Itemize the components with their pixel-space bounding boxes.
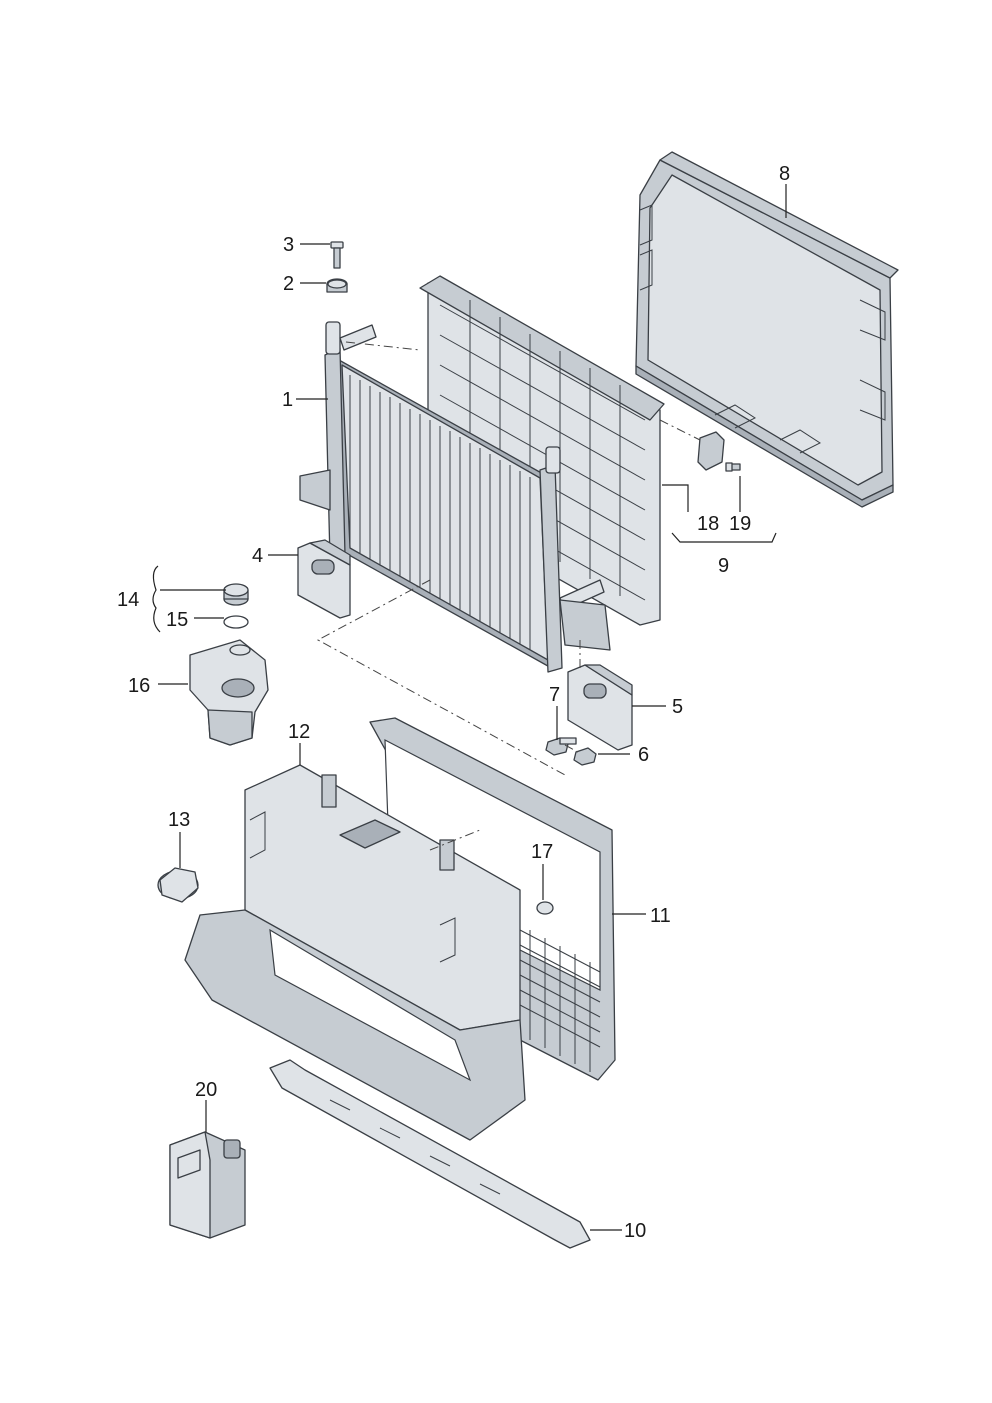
leader-lines <box>152 184 787 1231</box>
part-10-strap <box>269 1059 591 1249</box>
callout-2: 2 <box>283 273 294 295</box>
callout-1: 1 <box>282 389 293 411</box>
callout-13: 13 <box>168 809 190 831</box>
callout-16: 16 <box>128 675 150 697</box>
part-7-bolt <box>545 737 577 756</box>
callout-19: 19 <box>729 513 751 535</box>
part-5-bracket <box>567 664 633 751</box>
callout-15: 15 <box>166 609 188 631</box>
part-15-o-ring <box>223 615 249 629</box>
part-12-air-duct <box>184 764 526 1141</box>
callout-4: 4 <box>252 545 263 567</box>
part-8-shroud-panel <box>635 151 899 508</box>
callout-5: 5 <box>672 696 683 718</box>
callout-3: 3 <box>283 234 294 256</box>
callout-12: 12 <box>288 721 310 743</box>
assembly-lines <box>316 341 701 851</box>
callout-18: 18 <box>697 513 719 535</box>
callout-17: 17 <box>531 841 553 863</box>
part-20-coolant-bottle <box>169 1131 246 1239</box>
callout-6: 6 <box>638 744 649 766</box>
part-14-tank-cap <box>223 583 249 606</box>
part-4-bracket <box>297 539 351 619</box>
callout-20: 20 <box>195 1079 217 1101</box>
part-17-seal <box>536 901 554 915</box>
part-3-bolt <box>330 241 344 269</box>
callout-7: 7 <box>549 684 560 706</box>
part-6-nut <box>573 747 597 766</box>
part-16-expansion-tank <box>189 639 269 746</box>
radiator-support-frame <box>419 275 665 626</box>
part-18-cap <box>697 431 725 471</box>
callout-11: 11 <box>650 905 671 927</box>
callout-14: 14 <box>117 589 139 611</box>
part-1-radiator <box>299 321 611 673</box>
callout-labels: 1 2 3 4 5 6 7 8 9 10 11 12 13 14 15 16 1… <box>117 163 790 1242</box>
callout-10: 10 <box>624 1220 646 1242</box>
callout-9: 9 <box>718 555 729 577</box>
part-19-screw <box>725 462 741 472</box>
callout-8: 8 <box>779 163 790 185</box>
part-2-bushing <box>326 278 348 293</box>
part-13-hub-cap <box>157 867 199 903</box>
